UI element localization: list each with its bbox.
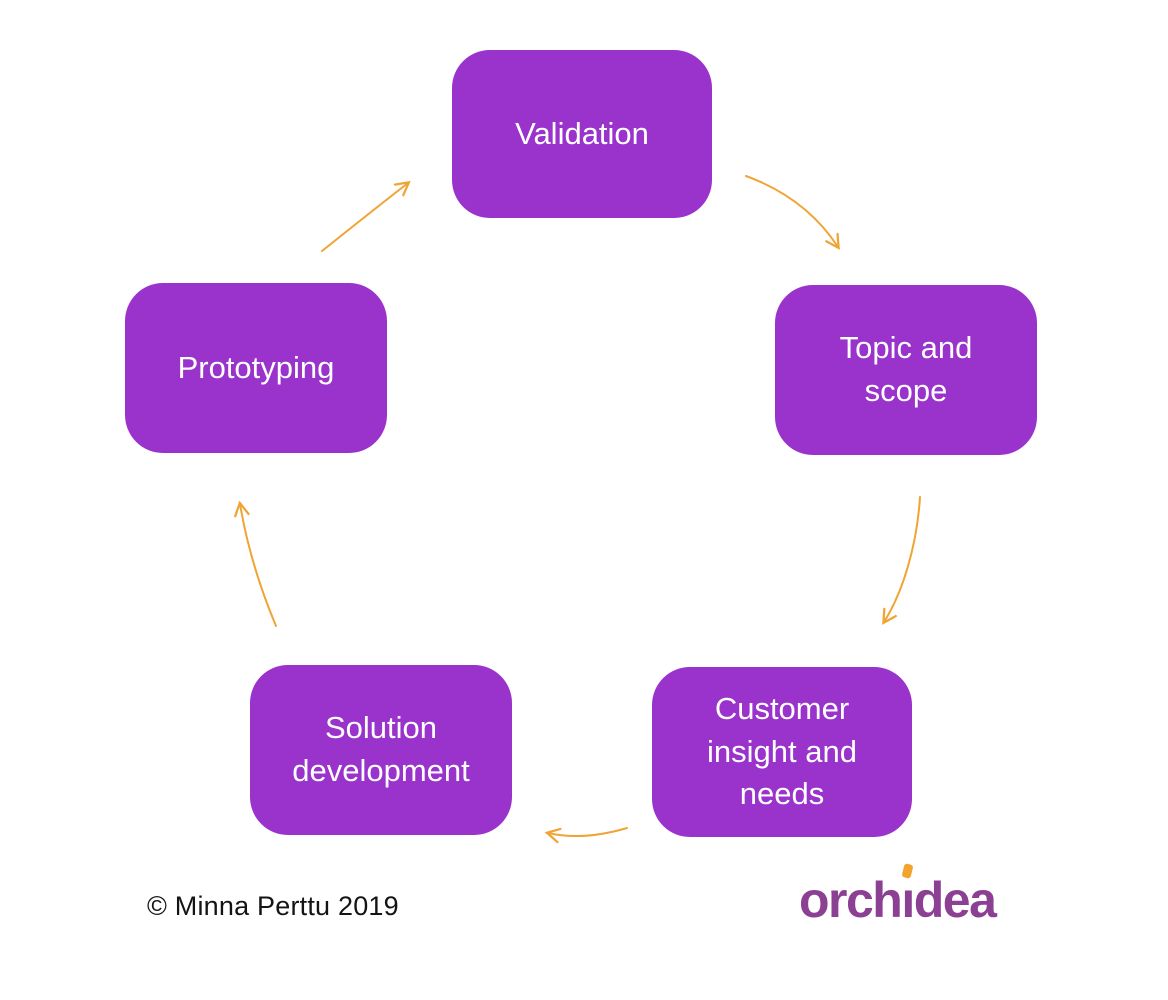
logo-letter-i: ı xyxy=(901,863,915,929)
arrow-validation-to-topic xyxy=(745,175,838,247)
node-label: Validation xyxy=(515,115,649,151)
copyright-text: © Minna Perttu 2019 xyxy=(147,891,399,921)
node-solution-development: Solution development xyxy=(250,665,512,835)
node-label: Customer insight and needs xyxy=(707,690,857,812)
logo-text-right: dea xyxy=(913,872,997,928)
node-prototyping: Prototyping xyxy=(125,283,387,453)
logo-i-stem: ı xyxy=(901,872,915,928)
node-label: Solution development xyxy=(292,710,470,788)
arrow-solution-to-prototyping xyxy=(240,504,277,627)
node-label: Topic and scope xyxy=(839,330,973,408)
logo-text-left: orch xyxy=(799,872,903,928)
arrow-customer-to-solution xyxy=(548,827,628,836)
arrow-topic-to-customer xyxy=(884,496,921,622)
node-validation: Validation xyxy=(452,50,712,218)
node-topic-and-scope: Topic and scope xyxy=(775,285,1037,455)
node-label: Prototyping xyxy=(177,349,335,385)
arrow-prototyping-to-validation xyxy=(321,183,408,252)
node-customer-insight-and-needs: Customer insight and needs xyxy=(652,667,912,837)
